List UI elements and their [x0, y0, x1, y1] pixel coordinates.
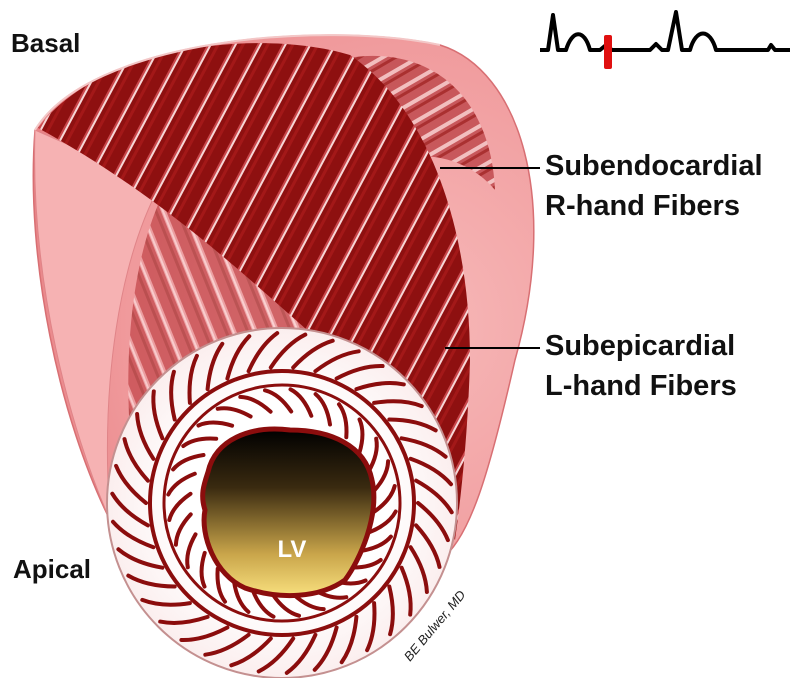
subepicardial-label-line1: Subepicardial [545, 330, 735, 362]
lv-cavity [203, 429, 374, 596]
basal-label: Basal [11, 28, 80, 58]
apical-label: Apical [13, 554, 91, 584]
ecg-phase-marker [604, 35, 612, 69]
lv-label: LV [278, 536, 307, 563]
subepicardial-label-line2: L-hand Fibers [545, 370, 737, 402]
subendocardial-label-line2: R-hand Fibers [545, 190, 740, 222]
subendocardial-label-line1: Subendocardial [545, 150, 763, 182]
ecg-trace-icon [540, 12, 790, 69]
apical-cross-section: LV [107, 328, 457, 678]
